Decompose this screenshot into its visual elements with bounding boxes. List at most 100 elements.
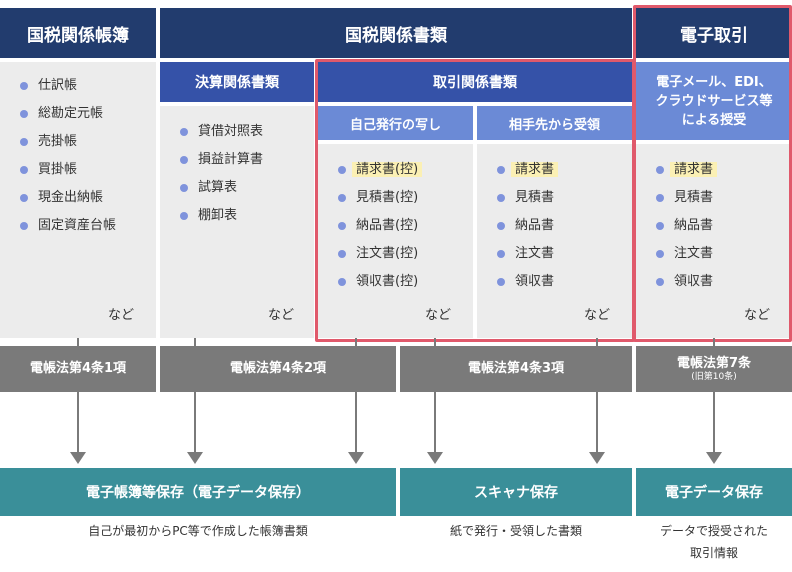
- list-item-label: 損益計算書: [198, 152, 264, 167]
- subheader-denshi-line2: クラウドサービス等: [655, 93, 773, 109]
- list-item-label: 見積書: [674, 190, 714, 205]
- list-item-label: 固定資産台帳: [38, 218, 117, 233]
- law-bar-7-sublabel: (旧第10条): [691, 371, 737, 382]
- connector-line: [194, 338, 196, 346]
- list-item-label: 請求書: [511, 162, 559, 177]
- header-denshi-torihiki: 電子取引: [636, 8, 792, 58]
- arrow-down-icon: [706, 452, 722, 464]
- list-item: 仕訳帳: [16, 76, 116, 96]
- bullet-icon: [497, 278, 505, 286]
- list-item-label: 領収書: [674, 274, 714, 289]
- connector-line: [713, 338, 715, 346]
- storage-denshi-data: 電子データ保存: [636, 468, 792, 516]
- bullet-icon: [20, 222, 28, 230]
- law-bar-4-3: 電帳法第4条3項: [400, 346, 632, 392]
- list-item-label: 領収書(控): [356, 274, 419, 289]
- header-denshi-torihiki-label: 電子取引: [680, 25, 748, 46]
- subheader-kessan: 決算関係書類: [160, 62, 314, 102]
- subheader-aite-juryou-label: 相手先から受領: [508, 117, 600, 133]
- subheader-denshi-line3: による授受: [681, 112, 747, 128]
- list-item-label: 棚卸表: [198, 208, 238, 223]
- bullet-icon: [20, 110, 28, 118]
- storage-denshi-data-label: 電子データ保存: [665, 485, 763, 501]
- law-bar-4-1-label: 電帳法第4条1項: [29, 361, 127, 376]
- caption-denshi-data-line1: データで授受された: [659, 524, 768, 538]
- bullet-icon: [180, 128, 188, 136]
- list-item: 納品書: [652, 216, 717, 236]
- nado-label: など: [583, 308, 610, 323]
- subheader-denshi: 電子メール、EDI、 クラウドサービス等 による授受: [636, 62, 792, 140]
- caption-scanner-text: 紙で発行・受領した書類: [449, 524, 582, 538]
- list-item-label: 納品書(控): [356, 218, 419, 233]
- law-bar-7-label: 電帳法第7条: [676, 355, 752, 371]
- list-item: 棚卸表: [176, 206, 263, 226]
- bullet-icon: [20, 166, 28, 174]
- subheader-torihiki-label: 取引関係書類: [433, 75, 517, 91]
- bullet-icon: [20, 194, 28, 202]
- list-item: 試算表: [176, 178, 263, 198]
- caption-denshi-choubo: 自己が最初からPC等で作成した帳簿書類: [0, 520, 396, 542]
- law-bar-4-2: 電帳法第4条2項: [160, 346, 396, 392]
- list-item: 注文書(控): [334, 244, 422, 264]
- bullet-icon: [497, 166, 505, 174]
- connector-line: [77, 338, 79, 346]
- list-item-label: 仕訳帳: [38, 78, 78, 93]
- panel-jiko: 請求書(控)見積書(控)納品書(控)注文書(控)領収書(控) など: [318, 144, 473, 338]
- nado-label: など: [267, 308, 294, 323]
- panel-aite: 請求書見積書納品書注文書領収書 など: [477, 144, 632, 338]
- caption-scanner: 紙で発行・受領した書類: [400, 520, 632, 542]
- list-item-label: 領収書: [515, 274, 555, 289]
- list-item: 損益計算書: [176, 150, 263, 170]
- list-item: 買掛帳: [16, 160, 116, 180]
- arrow-shaft: [596, 392, 598, 452]
- list-item: 領収書: [652, 272, 717, 292]
- list-item: 請求書: [652, 160, 718, 180]
- list-item: 固定資産台帳: [16, 216, 116, 236]
- bullet-icon: [497, 222, 505, 230]
- list-aite: 請求書見積書納品書注文書領収書: [493, 160, 559, 300]
- arrow-shaft: [77, 392, 79, 452]
- bullet-icon: [180, 212, 188, 220]
- list-item: 見積書: [493, 188, 558, 208]
- list-item: 総勘定元帳: [16, 104, 116, 124]
- bullet-icon: [656, 222, 664, 230]
- list-item-label: 見積書(控): [356, 190, 419, 205]
- arrow-down-icon: [427, 452, 443, 464]
- list-item-label: 貸借対照表: [198, 124, 264, 139]
- list-item-label: 試算表: [198, 180, 238, 195]
- subheader-denshi-line1: 電子メール、EDI、: [656, 74, 772, 90]
- bullet-icon: [656, 278, 664, 286]
- connector-line: [596, 338, 598, 346]
- connector-line: [355, 338, 357, 346]
- list-choubo: 仕訳帳総勘定元帳売掛帳買掛帳現金出納帳固定資産台帳: [16, 76, 116, 244]
- bullet-icon: [338, 278, 346, 286]
- list-item-label: 納品書: [515, 218, 555, 233]
- law-bar-7: 電帳法第7条 (旧第10条): [636, 346, 792, 392]
- list-item-label: 総勘定元帳: [38, 106, 104, 121]
- subheader-jiko-hakkou-label: 自己発行の写し: [349, 117, 441, 133]
- list-item: 貸借対照表: [176, 122, 263, 142]
- list-kessan: 貸借対照表損益計算書試算表棚卸表: [176, 122, 263, 234]
- subheader-aite-juryou: 相手先から受領: [477, 106, 632, 140]
- law-bar-4-3-label: 電帳法第4条3項: [467, 361, 565, 376]
- bullet-icon: [656, 194, 664, 202]
- connector-line: [434, 338, 436, 346]
- arrow-shaft: [194, 392, 196, 452]
- list-item-label: 注文書(控): [356, 246, 419, 261]
- list-item: 納品書: [493, 216, 558, 236]
- nado-label: など: [743, 308, 770, 323]
- header-kokuzei-choubo-label: 国税関係帳簿: [27, 25, 129, 46]
- list-item-label: 売掛帳: [38, 134, 78, 149]
- list-item: 注文書: [493, 244, 558, 264]
- list-item: 売掛帳: [16, 132, 116, 152]
- arrow-shaft: [355, 392, 357, 452]
- list-item: 請求書: [493, 160, 559, 180]
- subheader-torihiki: 取引関係書類: [318, 62, 632, 102]
- bullet-icon: [497, 194, 505, 202]
- list-item: 納品書(控): [334, 216, 422, 236]
- list-item-label: 請求書: [670, 162, 718, 177]
- storage-scanner-label: スキャナ保存: [474, 485, 558, 501]
- list-item-label: 注文書: [674, 246, 714, 261]
- law-bar-4-1: 電帳法第4条1項: [0, 346, 156, 392]
- bullet-icon: [20, 82, 28, 90]
